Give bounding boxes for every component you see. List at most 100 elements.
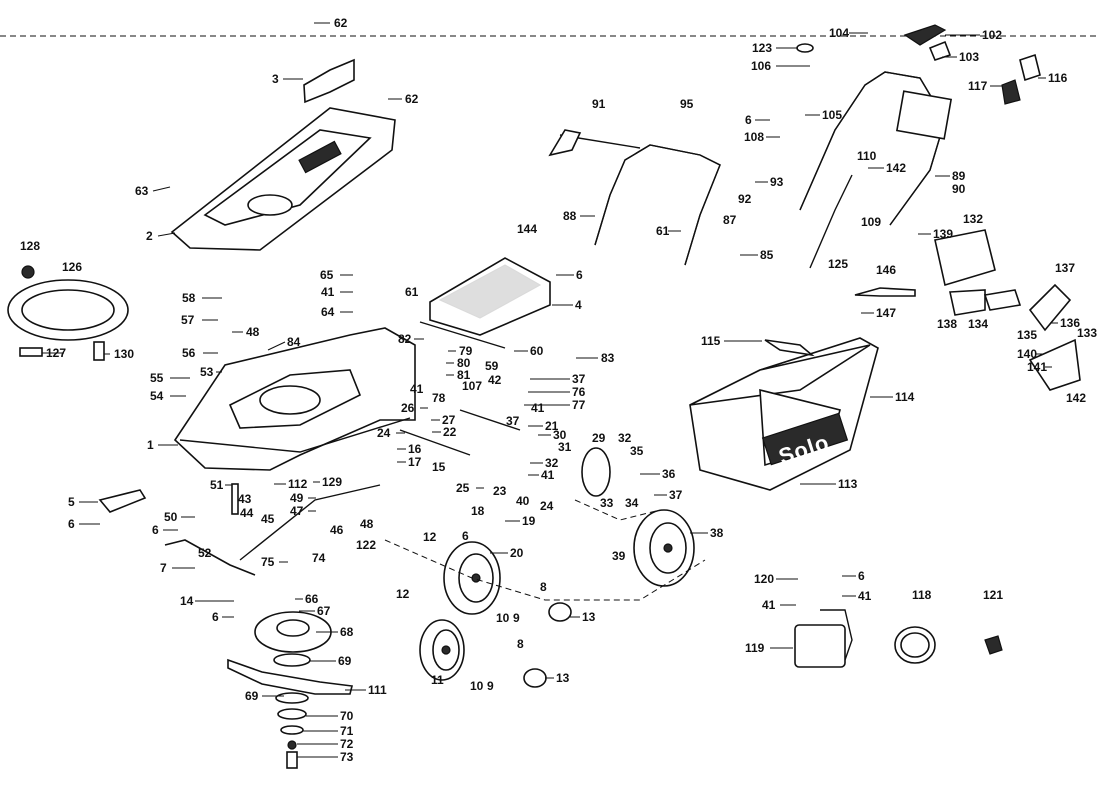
bracket-136 xyxy=(1028,283,1072,332)
part-label-37a: 37 xyxy=(572,372,586,386)
part-label-75: 75 xyxy=(261,555,275,569)
hubcap-13b xyxy=(523,668,547,688)
part-label-89: 89 xyxy=(952,169,966,183)
spacer-130 xyxy=(93,341,105,361)
part-label-4: 4 xyxy=(575,298,582,312)
part-label-41d: 41 xyxy=(541,468,555,482)
part-label-76: 76 xyxy=(572,385,586,399)
part-label-64: 64 xyxy=(321,305,335,319)
part-label-47: 47 xyxy=(290,504,304,518)
part-label-109: 109 xyxy=(861,215,881,229)
part-label-36: 36 xyxy=(662,467,676,481)
part-label-127: 127 xyxy=(46,346,66,360)
part-label-37c: 37 xyxy=(669,488,683,502)
part-label-16: 16 xyxy=(408,442,422,456)
part-label-22: 22 xyxy=(443,425,457,439)
catcher-handle-115 xyxy=(764,339,815,357)
part-label-6a: 6 xyxy=(68,517,75,531)
part-label-144: 144 xyxy=(517,222,537,236)
part-label-142a: 142 xyxy=(886,161,906,175)
part-label-132: 132 xyxy=(963,212,983,226)
part-label-15: 15 xyxy=(432,460,446,474)
part-label-38: 38 xyxy=(710,526,724,540)
part-label-120: 120 xyxy=(754,572,774,586)
part-label-31: 31 xyxy=(558,440,572,454)
part-label-66: 66 xyxy=(305,592,319,606)
part-label-80: 80 xyxy=(457,356,471,370)
part-label-74: 74 xyxy=(312,551,326,565)
part-label-9a: 9 xyxy=(513,611,520,625)
part-label-84: 84 xyxy=(287,335,301,349)
hubcap-13a xyxy=(548,602,572,622)
part-label-61a: 61 xyxy=(405,285,419,299)
part-label-5: 5 xyxy=(68,495,75,509)
part-label-126: 126 xyxy=(62,260,82,274)
part-label-25: 25 xyxy=(456,481,470,495)
part-label-73: 73 xyxy=(340,750,354,764)
part-label-19: 19 xyxy=(522,514,536,528)
part-label-50: 50 xyxy=(164,510,178,524)
part-label-82: 82 xyxy=(398,332,412,346)
part-label-62a: 62 xyxy=(334,16,348,30)
part-label-103: 103 xyxy=(959,50,979,64)
part-label-40: 40 xyxy=(516,494,530,508)
part-label-113: 113 xyxy=(838,477,858,491)
part-label-119: 119 xyxy=(745,641,765,655)
leader-line-2 xyxy=(157,232,176,237)
part-label-67: 67 xyxy=(317,604,331,618)
part-label-106: 106 xyxy=(751,59,771,73)
part-label-45: 45 xyxy=(261,512,275,526)
part-label-85: 85 xyxy=(760,248,774,262)
bolt-73 xyxy=(286,751,298,769)
part-label-72: 72 xyxy=(340,737,354,751)
box-133 xyxy=(1028,338,1081,391)
plug-121 xyxy=(984,635,1003,655)
part-label-58: 58 xyxy=(182,291,196,305)
part-label-57: 57 xyxy=(181,313,195,327)
part-label-6f: 6 xyxy=(745,113,752,127)
part-label-88: 88 xyxy=(563,209,577,223)
leader-line-63 xyxy=(152,186,171,192)
part-label-32a: 32 xyxy=(545,456,559,470)
part-label-70: 70 xyxy=(340,709,354,723)
part-label-122: 122 xyxy=(356,538,376,552)
wheel-11 xyxy=(419,619,465,681)
part-label-35: 35 xyxy=(630,444,644,458)
part-label-29: 29 xyxy=(592,431,606,445)
part-label-46: 46 xyxy=(330,523,344,537)
part-label-130: 130 xyxy=(114,347,134,361)
part-label-116: 116 xyxy=(1048,71,1068,85)
part-label-117: 117 xyxy=(968,79,988,93)
lever-rod-46 xyxy=(239,484,381,561)
part-label-41a: 41 xyxy=(321,285,335,299)
clip-103 xyxy=(928,40,952,61)
part-label-105: 105 xyxy=(822,108,842,122)
part-label-11: 11 xyxy=(431,673,444,687)
part-label-139: 139 xyxy=(933,227,953,241)
part-label-6d: 6 xyxy=(576,268,583,282)
part-label-41f: 41 xyxy=(858,589,872,603)
rod-59 xyxy=(419,321,506,349)
part-label-41c: 41 xyxy=(531,401,545,415)
cable-118 xyxy=(894,626,936,664)
part-label-12b: 12 xyxy=(396,587,410,601)
part-label-8b: 8 xyxy=(517,637,524,651)
part-label-6e: 6 xyxy=(462,529,469,543)
part-label-26: 26 xyxy=(401,401,415,415)
part-label-13b: 13 xyxy=(556,671,570,685)
part-label-69a: 69 xyxy=(338,654,352,668)
part-label-37b: 37 xyxy=(506,414,520,428)
charger-132 xyxy=(934,229,996,287)
part-label-6g: 6 xyxy=(858,569,865,583)
part-label-147: 147 xyxy=(876,306,896,320)
part-label-60: 60 xyxy=(530,344,544,358)
part-label-12a: 12 xyxy=(423,530,437,544)
part-label-115: 115 xyxy=(701,334,721,348)
part-label-138: 138 xyxy=(937,317,957,331)
part-label-24b: 24 xyxy=(540,499,554,513)
part-label-7: 7 xyxy=(160,561,167,575)
battery-119 xyxy=(794,609,853,668)
part-label-6c: 6 xyxy=(212,610,219,624)
bracket-5 xyxy=(98,489,147,513)
